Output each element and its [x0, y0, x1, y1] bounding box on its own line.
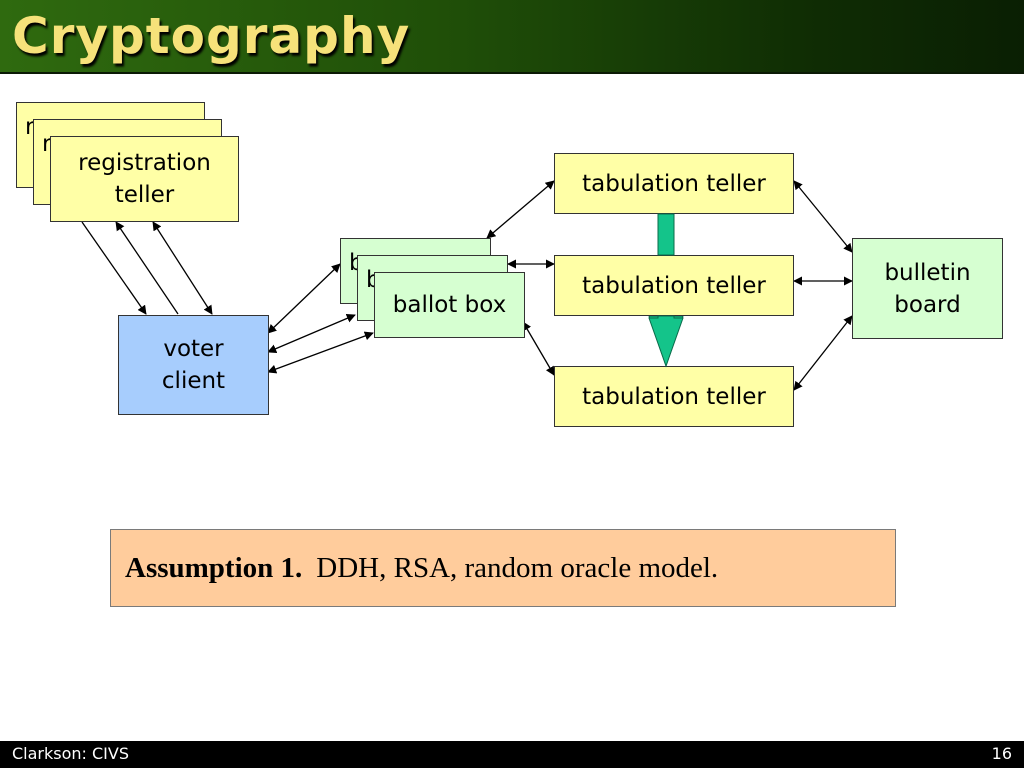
connector-voter-ballot-1 [267, 263, 341, 334]
connector-reg-voter-both [152, 221, 213, 315]
page-number: 16 [991, 744, 1012, 763]
tabulation-teller-top: tabulation teller [554, 153, 794, 214]
title-bar: Cryptography [0, 0, 1024, 74]
tabulation-teller-middle: tabulation teller [554, 255, 794, 316]
connector-voter-ballot-3 [267, 331, 374, 374]
connector-reg-to-voter [81, 221, 147, 315]
connector-tab-board-top [793, 180, 853, 253]
connector-ballot-tab-top [486, 180, 555, 239]
footer: Clarkson: CIVS 16 [0, 741, 1024, 768]
assumption-text: DDH, RSA, random oracle model. [316, 551, 719, 584]
slide-title: Cryptography [12, 7, 411, 65]
voter-client: voter client [118, 315, 269, 415]
connector-tab-board-bottom [793, 315, 853, 391]
assumption-label: Assumption 1. [125, 551, 303, 584]
tabulation-teller-bottom: tabulation teller [554, 366, 794, 427]
ballot-box: ballot box [374, 272, 525, 338]
connector-voter-to-reg [115, 221, 179, 315]
connector-ballot-tab-bottom [522, 321, 555, 376]
footer-author: Clarkson: CIVS [12, 744, 129, 763]
registration-teller: registration teller [50, 136, 239, 222]
bulletin-board: bulletin board [852, 238, 1003, 339]
assumption-box: Assumption 1. DDH, RSA, random oracle mo… [110, 529, 896, 607]
